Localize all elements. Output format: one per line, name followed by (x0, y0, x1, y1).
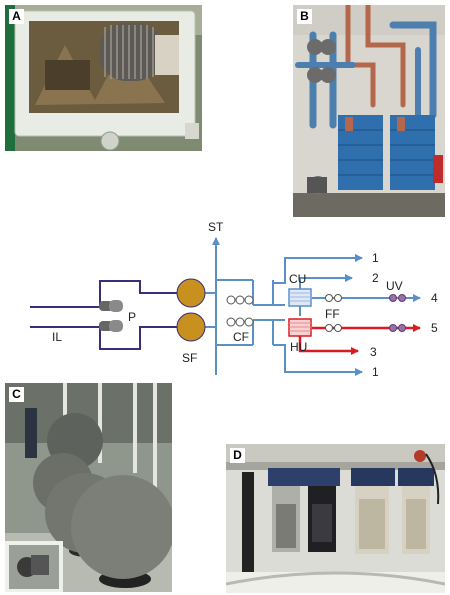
cooling-unit-icon (288, 288, 312, 307)
sand-filter-sphere-top (176, 278, 206, 308)
panel-letter-b: B (297, 9, 312, 24)
label-sf: SF (182, 351, 197, 365)
photo-panel-c: C (5, 383, 172, 592)
panel-letter-a: A (9, 9, 24, 24)
label-p: P (128, 310, 136, 324)
panel-letter-d: D (230, 448, 245, 463)
label-output-1-top: 1 (372, 251, 379, 265)
label-output-1-bottom: 1 (372, 365, 379, 379)
label-output-4: 4 (431, 291, 438, 305)
label-cf: CF (233, 330, 249, 344)
uv-lamp-icon (389, 294, 406, 332)
label-st: ST (208, 220, 224, 234)
panel-letter-c: C (9, 387, 24, 402)
water-lines (205, 237, 421, 376)
photo-panel-d: D (226, 444, 445, 593)
water-treatment-schematic: ST IL P SF CF CU HU FF UV 1 2 4 5 3 1 (30, 220, 438, 379)
cartridge-filter-icon (226, 295, 254, 327)
sand-filter-sphere-bottom (176, 312, 206, 342)
fine-filter-icon (325, 294, 342, 332)
pump-icon (99, 300, 123, 332)
label-hu: HU (290, 340, 307, 354)
label-il: IL (52, 330, 62, 344)
label-output-5: 5 (431, 321, 438, 335)
intake-lines (30, 280, 178, 350)
heating-unit-icon (288, 318, 312, 337)
label-ff: FF (325, 307, 340, 321)
label-uv: UV (386, 279, 403, 293)
label-output-2: 2 (372, 271, 379, 285)
photo-panel-b: B (293, 5, 445, 217)
label-output-3: 3 (370, 345, 377, 359)
label-cu: CU (289, 272, 306, 286)
photo-panel-a: A (5, 5, 202, 151)
